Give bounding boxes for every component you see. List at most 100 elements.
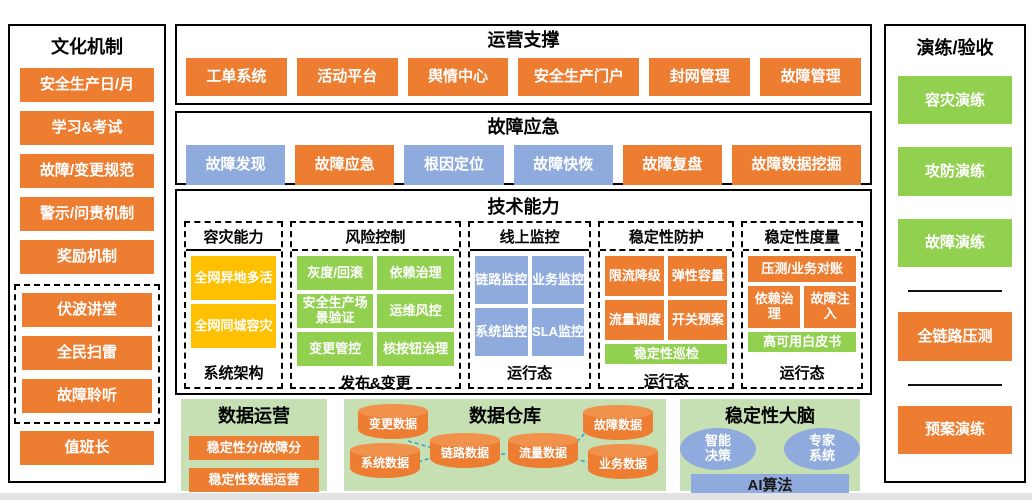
subpanel-content: 限流降级 弹性容量 流量调度 开关预案 稳定性巡检 [600, 251, 732, 369]
culture-item: 值班长 [20, 431, 154, 465]
tech-item: 流量调度 [605, 300, 665, 340]
tech-item: 高可用白皮书 [748, 332, 856, 352]
drill-panel-title: 演练/验收 [916, 38, 994, 58]
culture-item: 全民扫雷 [22, 336, 152, 370]
cylinder-label: 业务数据 [598, 457, 647, 471]
cylinder-label: 链路数据 [440, 446, 489, 460]
brain-node-row: 智能决策 专家系统 [680, 428, 860, 470]
fault-emergency-item: 故障快恢 [513, 145, 613, 185]
ops-support-item: 活动平台 [296, 58, 398, 96]
brain-ellipse: 专家系统 [784, 428, 860, 470]
culture-item: 伏波讲堂 [22, 293, 152, 327]
tech-item: 弹性容量 [668, 256, 728, 296]
data-operations-panel: 数据运营 稳定性分/故障分 稳定性数据运营 [181, 399, 327, 492]
ops-support-item: 封网管理 [649, 58, 751, 96]
tech-capability-panel: 技术能力 容灾能力 全网异地多活 全网同城容灾 系统架构 风险控制 灰度/回滚 … [175, 189, 872, 395]
tech-item: SLA监控 [531, 308, 585, 356]
tech-item: 安全生产场景验证 [296, 294, 374, 328]
tech-capability-row: 容灾能力 全网异地多活 全网同城容灾 系统架构 风险控制 灰度/回滚 依赖治理 … [177, 220, 870, 395]
ops-support-item: 舆情中心 [407, 58, 509, 96]
ops-support-item: 故障管理 [760, 58, 862, 96]
ops-support-panel: 运营支撑 工单系统 活动平台 舆情中心 安全生产门户 封网管理 故障管理 [175, 24, 872, 105]
ops-support-title: 运营支撑 [487, 30, 560, 50]
data-operations-item: 稳定性分/故障分 [189, 436, 319, 460]
subpanel-footer: 发布&变更 [339, 375, 411, 392]
subpanel-title: 稳定性度量 [743, 223, 861, 251]
subpanel-content: 全网异地多活 全网同城容灾 [186, 251, 281, 353]
tech-item: 开关预案 [668, 300, 728, 340]
culture-item: 警示/问责机制 [20, 197, 154, 231]
fault-emergency-panel: 故障应急 故障发现 故障应急 根因定位 故障快恢 故障复盘 故障数据挖掘 [175, 111, 872, 185]
fault-emergency-item: 故障数据挖掘 [732, 145, 861, 185]
data-cylinder: 故障数据 [583, 405, 653, 440]
tech-item: 限流降级 [605, 256, 665, 296]
cylinder-label: 流量数据 [518, 446, 567, 460]
drill-item: 攻防演练 [898, 147, 1012, 196]
stability-brain-title: 稳定性大脑 [725, 406, 815, 426]
culture-item: 奖励机制 [20, 240, 154, 274]
tech-item: 灰度/回滚 [296, 256, 374, 290]
fault-emergency-row: 故障发现 故障应急 根因定位 故障快恢 故障复盘 故障数据挖掘 [177, 139, 870, 185]
tech-item: 运维风控 [377, 294, 454, 328]
tech-subpanel-disaster-recovery: 容灾能力 全网异地多活 全网同城容灾 系统架构 [184, 221, 283, 389]
cylinder-label: 故障数据 [593, 418, 642, 432]
bottom-shadow-strip [0, 493, 1032, 500]
tech-subpanel-risk-control: 风险控制 灰度/回滚 依赖治理 安全生产场景验证 运维风控 变更管控 核按钮治理… [289, 221, 461, 392]
tech-item: 变更管控 [296, 332, 374, 366]
tech-item: 全网异地多活 [191, 256, 276, 300]
subpanel-title: 风险控制 [291, 223, 459, 251]
ops-support-item: 安全生产门户 [518, 58, 640, 96]
brain-ellipse-label: 智能决策 [704, 433, 731, 463]
cylinder-label: 变更数据 [368, 417, 417, 431]
subpanel-content: 灰度/回滚 依赖治理 安全生产场景验证 运维风控 变更管控 核按钮治理 [292, 251, 459, 371]
data-cylinder: 系统数据 [350, 443, 420, 478]
brain-ellipse: 智能决策 [680, 428, 756, 470]
subpanel-footer: 运行态 [507, 365, 553, 382]
tech-item: 系统监控 [474, 308, 528, 356]
subpanel-content: 链路监控 业务监控 系统监控 SLA监控 [470, 251, 590, 361]
fault-emergency-item: 故障复盘 [622, 145, 723, 185]
tech-item: 稳定性巡检 [605, 344, 728, 364]
subpanel-title: 线上监控 [469, 223, 590, 251]
data-cylinder: 流量数据 [508, 433, 578, 468]
culture-dashed-group: 伏波讲堂 全民扫雷 故障聆听 [14, 284, 160, 424]
data-cylinder: 变更数据 [358, 404, 428, 439]
ops-support-row: 工单系统 活动平台 舆情中心 安全生产门户 封网管理 故障管理 [177, 52, 870, 96]
data-warehouse-title: 数据仓库 [469, 406, 541, 426]
fault-emergency-item: 故障发现 [186, 145, 286, 185]
culture-item: 故障/变更规范 [20, 154, 154, 188]
separator-line [908, 383, 1002, 386]
stability-brain-panel: 稳定性大脑 智能决策 专家系统 AI算法 [680, 399, 860, 498]
subpanel-title: 容灾能力 [186, 223, 281, 251]
tech-item: 链路监控 [474, 256, 528, 304]
tech-item: 依赖治理 [377, 256, 454, 290]
culture-panel-title: 文化机制 [51, 37, 123, 57]
subpanel-title: 稳定性防护 [600, 223, 733, 251]
data-warehouse-panel: 数据仓库 变更数据 系统数据 链路数据 流量数据 故障数据 业务数据 [344, 399, 666, 491]
tech-item: 核按钮治理 [377, 332, 454, 366]
culture-item: 学习&考试 [20, 111, 154, 145]
brain-ellipse-label: 专家系统 [808, 433, 835, 463]
culture-item: 故障聆听 [22, 379, 152, 413]
drill-item: 全链路压测 [898, 312, 1012, 361]
cylinder-label: 系统数据 [360, 456, 409, 470]
tech-item: 全网同城容灾 [191, 304, 276, 348]
tech-capability-title: 技术能力 [487, 197, 560, 217]
tech-item: 故障注入 [804, 286, 856, 328]
subpanel-content: 压测/业务对账 依赖治理 故障注入 高可用白皮书 [743, 251, 861, 357]
drill-item: 预案演练 [898, 405, 1012, 455]
fault-emergency-title: 故障应急 [487, 117, 560, 137]
data-operations-item: 稳定性数据运营 [189, 468, 319, 492]
subpanel-footer: 运行态 [779, 365, 825, 382]
data-cylinder: 链路数据 [430, 433, 500, 468]
tech-subpanel-stability-measurement: 稳定性度量 压测/业务对账 依赖治理 故障注入 高可用白皮书 运行态 [741, 221, 863, 389]
tech-item: 业务监控 [531, 256, 585, 304]
tech-item: 压测/业务对账 [748, 256, 856, 282]
fault-emergency-item: 根因定位 [404, 145, 504, 185]
data-cylinder: 业务数据 [588, 444, 658, 479]
tech-subpanel-online-monitoring: 线上监控 链路监控 业务监控 系统监控 SLA监控 运行态 [467, 221, 592, 389]
fault-emergency-item: 故障应急 [295, 145, 395, 185]
culture-item: 安全生产日/月 [20, 68, 154, 102]
subpanel-footer: 运行态 [643, 373, 689, 390]
